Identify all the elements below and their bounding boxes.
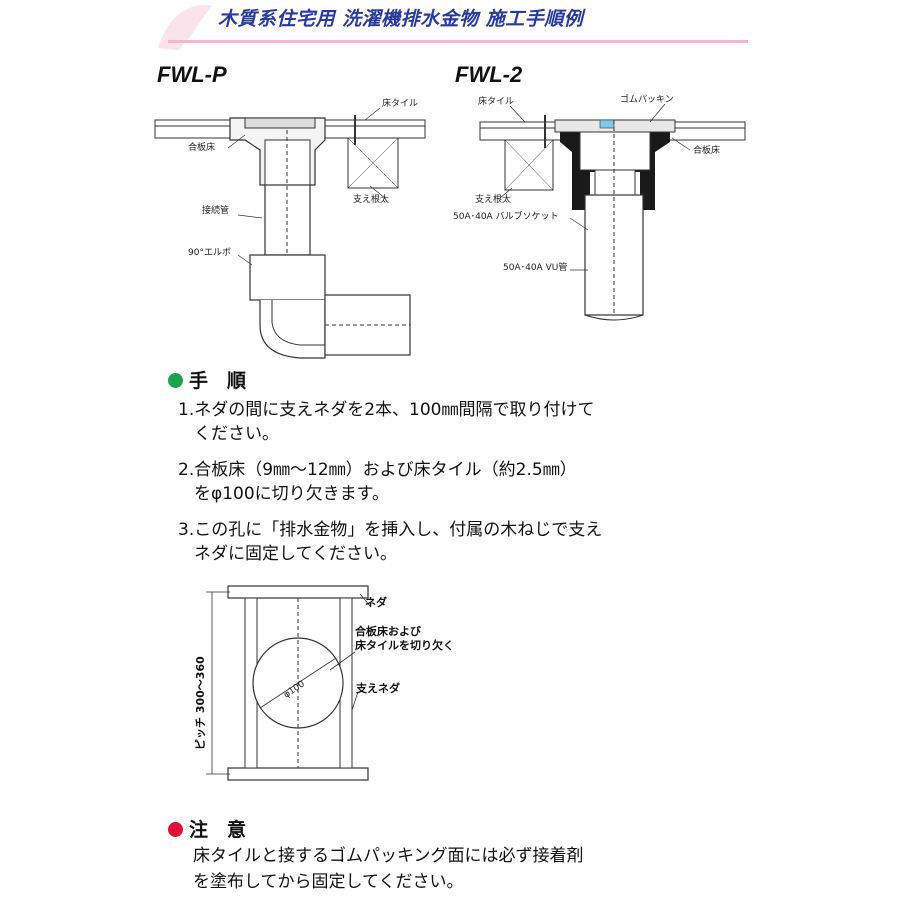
step-1-line1: 1.ネダの間に支えネダを2本、100㎜間隔で取り付けて (178, 400, 595, 420)
procedure-bullet-icon (168, 373, 183, 388)
header-divider (168, 40, 748, 43)
step-1-line2: ください。 (194, 424, 279, 444)
caution-line2: を塗布してから固定してください。 (193, 872, 464, 892)
caution-heading: 注 意 (168, 815, 246, 842)
fwl-2-diagram: 床タイル ゴムパッキン 合板床 支え根太 50A･40A バルブソケット 50A… (453, 93, 746, 321)
label-plywood-2: 合板床 (693, 144, 720, 156)
label-support-joist: 支え根太 (353, 193, 389, 205)
label-support-joist-2: 支え根太 (475, 193, 511, 205)
label-floor-tile: 床タイル (382, 97, 418, 109)
fwl-p-diagram: 床タイル 合板床 支え根太 接続管 90°エルボ (154, 97, 426, 359)
label-plywood: 合板床 (188, 141, 215, 153)
label-rubber-packing: ゴムパッキン (620, 93, 674, 105)
step-2: 2.合板床（9㎜〜12㎜）および床タイル（約2.5㎜） をφ100に切り欠きます… (178, 458, 698, 506)
label-pitch: ピッチ 300〜360 (194, 656, 207, 750)
step-1: 1.ネダの間に支えネダを2本、100㎜間隔で取り付けて ください。 (178, 398, 698, 446)
label-cut-line2: 床タイルを切り欠く (355, 638, 454, 652)
label-vu-pipe: 50A･40A VU管 (503, 261, 567, 273)
procedure-heading: 手 順 (168, 366, 246, 393)
header-ribbon-icon (158, 5, 212, 50)
label-elbow: 90°エルボ (188, 247, 231, 258)
label-valve-socket: 50A･40A バルブソケット (453, 210, 559, 222)
caution-heading-text: 注 意 (189, 819, 247, 841)
procedure-heading-text: 手 順 (189, 370, 247, 392)
label-floor-tile-2: 床タイル (478, 95, 514, 107)
step-3-line2: ネダに固定してください。 (194, 544, 397, 564)
step-3: 3.この孔に「排水金物」を挿入し、付属の木ねじで支え ネダに固定してください。 (178, 518, 698, 566)
caution-line1: 床タイルと接するゴムパッキング面には必ず接着剤 (193, 846, 584, 866)
label-cut-line1: 合板床および (355, 624, 422, 638)
caution-text: 床タイルと接するゴムパッキング面には必ず接着剤 を塗布してから固定してください。 (193, 843, 713, 895)
model-title-fwl-p: FWL-P (157, 62, 227, 87)
label-connection-pipe: 接続管 (202, 204, 229, 216)
label-neda: ネダ (365, 595, 387, 609)
step-3-line1: 3.この孔に「排水金物」を挿入し、付属の木ねじで支え (178, 520, 603, 540)
plan-diagram: φ100 ピッチ 300〜360 ネダ 合板床および 床タイルを切り欠く 支えネ… (194, 585, 454, 781)
caution-bullet-icon (168, 822, 183, 837)
step-2-line1: 2.合板床（9㎜〜12㎜）および床タイル（約2.5㎜） (178, 460, 577, 480)
label-support-neda: 支えネダ (355, 681, 400, 695)
page-title: 木質系住宅用 洗濯機排水金物 施工手順例 (218, 8, 584, 30)
step-2-line2: をφ100に切り欠きます。 (194, 484, 389, 504)
procedure-steps: 1.ネダの間に支えネダを2本、100㎜間隔で取り付けて ください。 2.合板床（… (178, 398, 698, 578)
model-title-fwl-2: FWL-2 (455, 62, 523, 87)
